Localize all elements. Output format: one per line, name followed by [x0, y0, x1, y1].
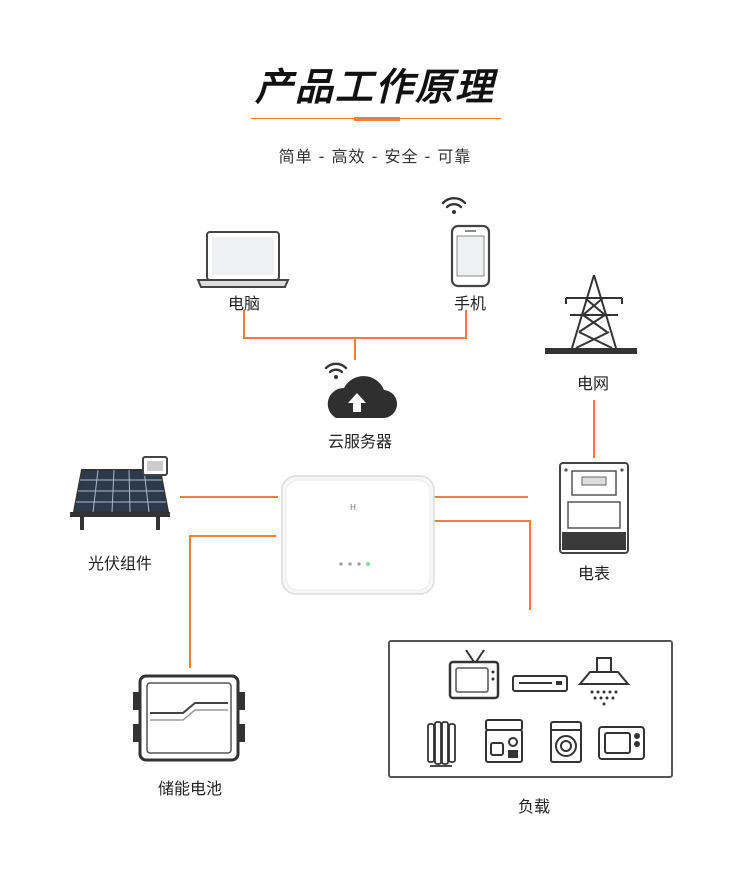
- page-title: 产品工作原理: [254, 65, 495, 109]
- washing-machine-icon: [550, 721, 582, 763]
- svg-text:H: H: [350, 503, 356, 512]
- range-hood-icon: [577, 657, 631, 706]
- laptop-icon: [196, 231, 290, 288]
- dvd-player-icon: [512, 675, 568, 692]
- phone-label: 手机: [453, 294, 486, 313]
- battery-cabinet-icon: [133, 674, 245, 762]
- page-subtitle: 简单 - 高效 - 安全 - 可靠: [278, 147, 472, 166]
- line-computer-phone: [243, 310, 467, 339]
- tv-icon: [448, 649, 500, 700]
- smartphone-icon: [450, 224, 491, 288]
- connection-lines: [180, 310, 595, 668]
- load-container: [388, 640, 673, 778]
- wifi-icon: [324, 362, 348, 379]
- pv-label: 光伏组件: [87, 554, 152, 573]
- microwave-icon: [598, 726, 645, 760]
- computer-label: 电脑: [227, 294, 260, 313]
- oil-heater-icon: [427, 721, 456, 767]
- cloud-upload-icon: [327, 376, 398, 419]
- power-tower-icon: [545, 274, 637, 354]
- wifi-icon: [441, 197, 467, 214]
- line-inverter-load: [432, 520, 531, 610]
- solar-panel-icon: [70, 456, 170, 530]
- coffee-machine-icon: [485, 719, 523, 763]
- electricity-meter-icon: [559, 462, 629, 554]
- grid-label: 电网: [576, 374, 609, 393]
- meter-label: 电表: [577, 564, 610, 583]
- load-label: 负载: [517, 797, 550, 816]
- battery-label: 储能电池: [157, 779, 222, 798]
- cloud-server-label: 云服务器: [327, 432, 392, 451]
- inverter-device: H: [281, 475, 435, 595]
- line-battery-inverter: [189, 535, 276, 668]
- title-accent-bar: [354, 117, 400, 121]
